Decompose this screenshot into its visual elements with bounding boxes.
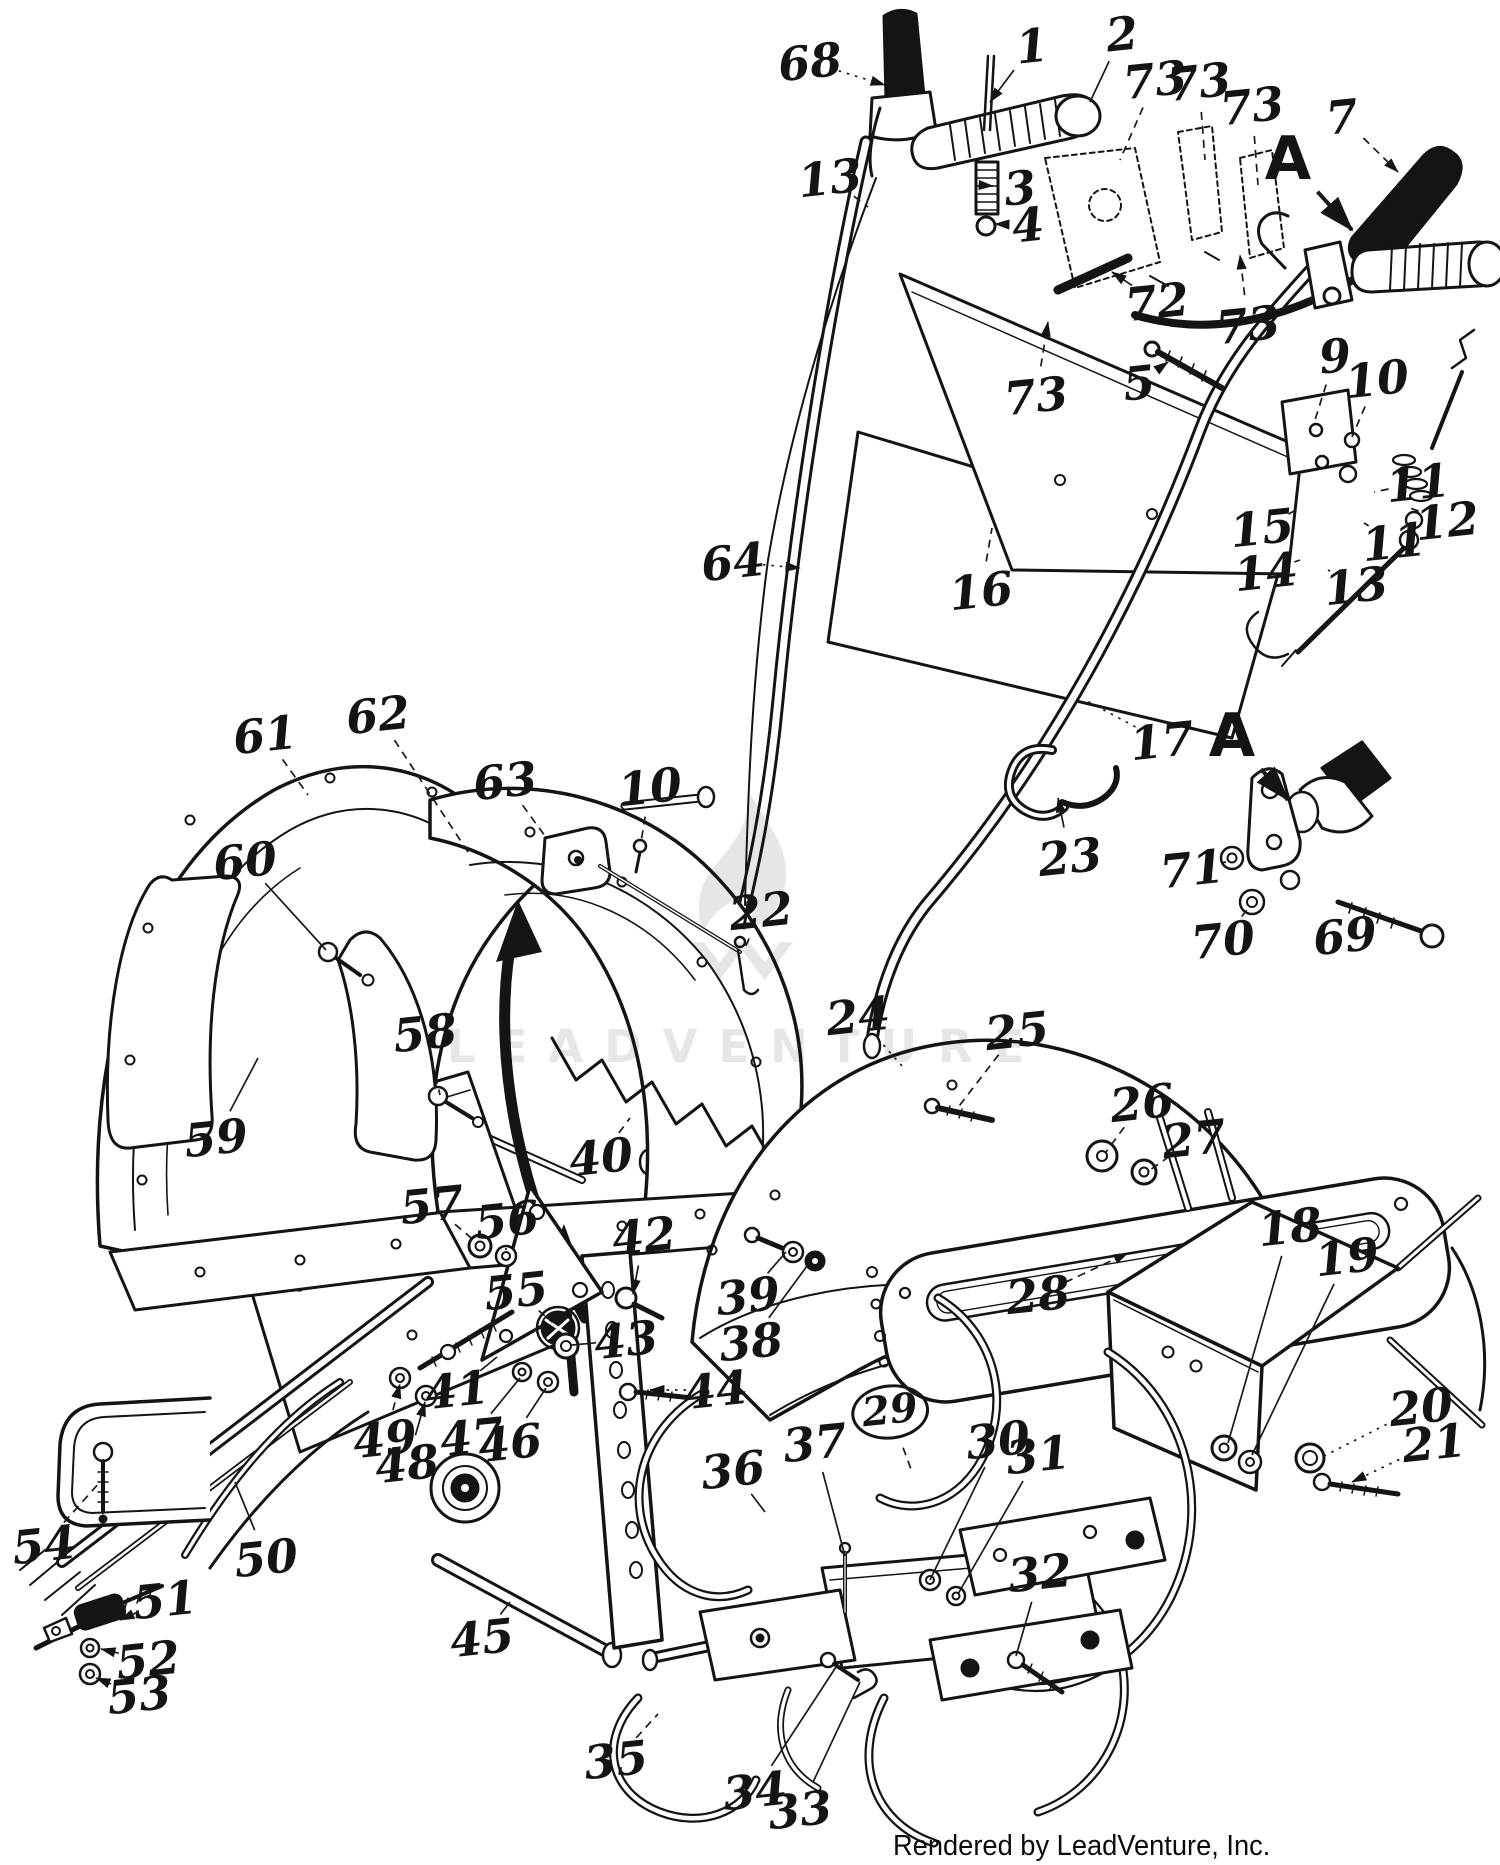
callout-4: 4 [1009, 196, 1047, 254]
callout-31: 31 [1003, 1424, 1073, 1486]
callout-51: 51 [130, 1569, 200, 1631]
callout-46: 46 [475, 1412, 545, 1474]
callout-43: 43 [591, 1309, 661, 1371]
callout-68: 68 [775, 31, 845, 93]
latch-parts-sketch [1044, 125, 1285, 289]
callout-45: 45 [447, 1607, 517, 1669]
callout-13: 13 [1321, 555, 1391, 617]
callout-10: 10 [615, 756, 685, 818]
callout-36: 36 [698, 1439, 768, 1501]
watermark-text: LEADVENTURE [447, 1020, 1046, 1073]
callout-62: 62 [343, 684, 413, 746]
callout-2: 2 [1103, 5, 1141, 63]
callout-37: 37 [780, 1412, 850, 1474]
callout-54: 54 [9, 1514, 79, 1576]
tine-shield [95, 764, 804, 1312]
callout-38: 38 [716, 1311, 786, 1373]
callout-19: 19 [1312, 1226, 1382, 1288]
callout-40: 40 [566, 1126, 636, 1188]
callout-A: A [1264, 124, 1312, 194]
callout-58: 58 [390, 1002, 460, 1064]
callout-10: 10 [1342, 348, 1412, 410]
callout-13: 13 [795, 147, 865, 209]
callout-21: 21 [1399, 1412, 1469, 1474]
callout-73: 73 [1213, 294, 1283, 356]
callout-16: 16 [946, 560, 1016, 622]
callout-59: 59 [181, 1107, 251, 1169]
callout-63: 63 [470, 750, 540, 812]
cable-end [33, 1584, 164, 1686]
cable-clip [1004, 744, 1120, 821]
control-panel [826, 272, 1304, 740]
callout-22: 22 [726, 880, 796, 942]
callout-48: 48 [372, 1433, 442, 1495]
footer-credit: Rendered by LeadVenture, Inc. [893, 1830, 1271, 1862]
callout-61: 61 [230, 704, 300, 766]
callout-56: 56 [472, 1189, 542, 1251]
callout-64: 64 [698, 531, 768, 593]
callout-28: 28 [1003, 1264, 1073, 1326]
callout-1: 1 [1013, 17, 1051, 75]
depth-stake [388, 1184, 695, 1650]
callout-27: 27 [1159, 1108, 1229, 1170]
callout-7: 7 [1323, 88, 1361, 146]
callout-14: 14 [1231, 541, 1301, 603]
callout-69: 69 [1310, 905, 1380, 967]
callout-72: 72 [1122, 271, 1192, 333]
callout-35: 35 [581, 1729, 651, 1791]
callout-71: 71 [1157, 838, 1227, 900]
cable-and-bracket [1143, 328, 1476, 667]
callout-73: 73 [1001, 365, 1071, 427]
callout-5: 5 [1120, 354, 1158, 412]
callout-33: 33 [765, 1779, 835, 1841]
callout-23: 23 [1035, 826, 1105, 888]
callout-60: 60 [210, 830, 280, 892]
callout-50: 50 [231, 1527, 301, 1589]
callout-55: 55 [481, 1260, 551, 1322]
callout-32: 32 [1005, 1542, 1075, 1604]
callout-24: 24 [823, 985, 893, 1047]
callout-53: 53 [104, 1664, 174, 1726]
callout-42: 42 [609, 1205, 679, 1267]
callout-70: 70 [1188, 909, 1258, 971]
callout-57: 57 [397, 1174, 467, 1236]
leadventure-flame-logo [691, 795, 794, 981]
callout-A: A [1208, 701, 1256, 771]
callout-44: 44 [681, 1359, 751, 1421]
left-grip-assembly [744, 9, 1102, 906]
rod-72 [1053, 253, 1133, 295]
callout-25: 25 [982, 1000, 1052, 1062]
callout-17: 17 [1127, 710, 1197, 772]
right-grip-assembly [1131, 146, 1500, 329]
